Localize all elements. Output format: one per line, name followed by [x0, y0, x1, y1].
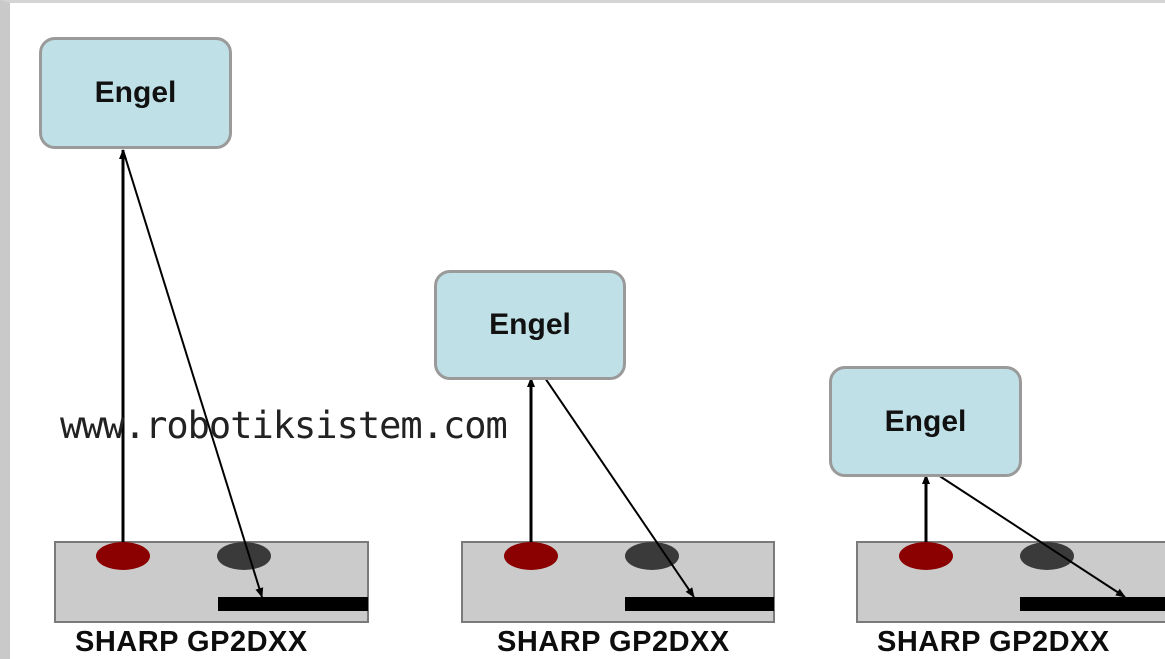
sensor-caption-2: SHARP GP2DXX — [497, 626, 730, 658]
obstacle-label-1: Engel — [94, 76, 177, 109]
sensor-caption-1: SHARP GP2DXX — [75, 626, 308, 658]
sensor-caption-3: SHARP GP2DXX — [877, 626, 1110, 658]
obstacle-label-2: Engel — [489, 308, 571, 341]
obstacle-label-3: Engel — [884, 404, 967, 438]
obstacle-box-3: Engel — [829, 366, 1022, 477]
obstacle-box-2: Engel — [434, 270, 626, 380]
watermark-text: www.robotiksistem.com — [60, 404, 508, 447]
obstacle-box-1: Engel — [39, 37, 232, 149]
